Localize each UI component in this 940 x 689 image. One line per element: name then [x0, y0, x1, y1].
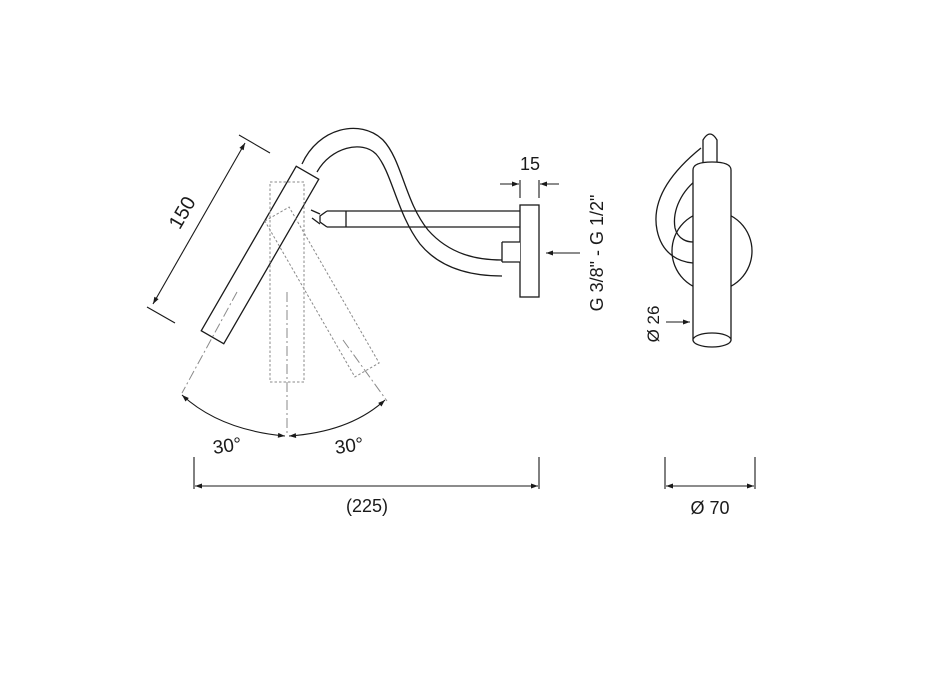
label-225: (225)	[346, 496, 388, 516]
label-dia70: Ø 70	[690, 498, 729, 518]
straight-pipe	[310, 209, 520, 228]
label-15: 15	[520, 154, 540, 174]
lamp-head	[200, 165, 320, 345]
dim-15	[500, 180, 559, 198]
label-dia26: Ø 26	[644, 306, 663, 343]
dim-70	[664, 457, 756, 489]
front-view	[655, 133, 756, 489]
gooseneck-loop	[655, 147, 702, 264]
label-30-left: 30°	[212, 434, 243, 459]
side-view	[146, 127, 580, 489]
dim-150	[146, 134, 271, 324]
gooseneck-arm	[301, 127, 520, 277]
center-lines	[181, 291, 388, 436]
label-30-right: 30°	[334, 434, 365, 459]
vertical-tube	[692, 161, 732, 341]
wall-plate	[519, 204, 540, 298]
ghost-positions	[264, 181, 380, 383]
dim-225	[193, 457, 540, 489]
label-150: 150	[165, 193, 201, 233]
angle-arcs	[181, 394, 386, 438]
label-thread: G 3/8" - G 1/2"	[587, 195, 607, 312]
